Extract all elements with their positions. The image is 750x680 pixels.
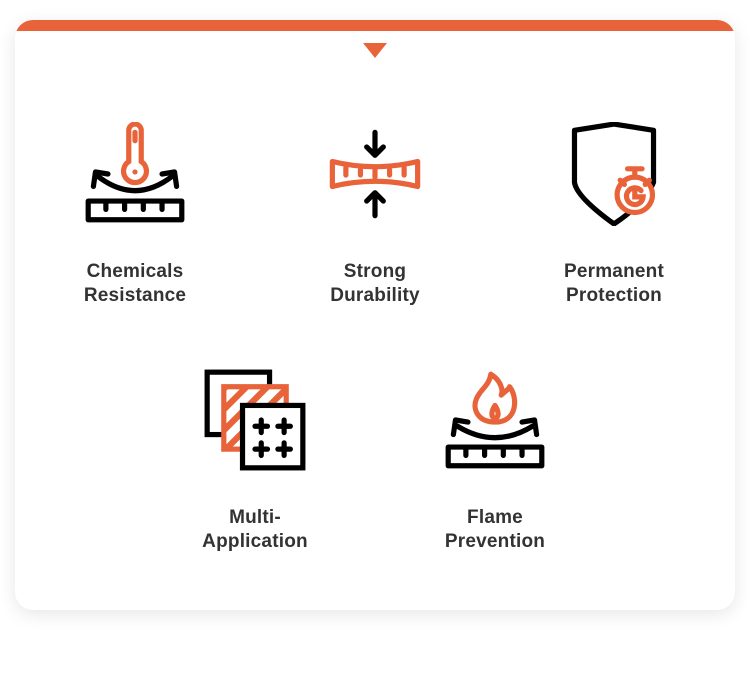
feature-label-line1: Strong <box>343 261 407 282</box>
feature-label-line2: Protection <box>566 285 662 306</box>
feature-label-line2: Prevention <box>444 531 546 552</box>
accent-bar <box>15 20 735 31</box>
feature-label-line1: Flame <box>467 507 523 528</box>
feature-multi-application: Multi- Application <box>155 368 355 554</box>
feature-strong-durability: Strong Durability <box>275 122 475 308</box>
feature-flame-prevention: Flame Prevention <box>395 368 595 554</box>
feature-label-line1: Permanent <box>563 261 664 282</box>
feature-label-line2: Resistance <box>83 285 187 306</box>
feature-label-line1: Chemicals <box>86 261 184 282</box>
thermometer-ruler-icon <box>85 122 185 223</box>
feature-chemicals-resistance: Chemicals Resistance <box>35 122 235 308</box>
layered-panels-icon <box>204 369 306 471</box>
compress-ruler-icon <box>329 129 421 219</box>
feature-permanent-protection: Permanent Protection <box>514 122 714 308</box>
features-card: Chemicals Resistance Strong Durability <box>15 20 735 610</box>
feature-label-line2: Application <box>202 531 308 552</box>
flame-ruler-icon <box>445 371 545 469</box>
triangle-down-icon <box>363 43 387 58</box>
feature-label-line2: Durability <box>330 285 420 306</box>
shield-stopwatch-icon <box>571 122 657 226</box>
feature-label-line1: Multi- <box>229 507 281 528</box>
